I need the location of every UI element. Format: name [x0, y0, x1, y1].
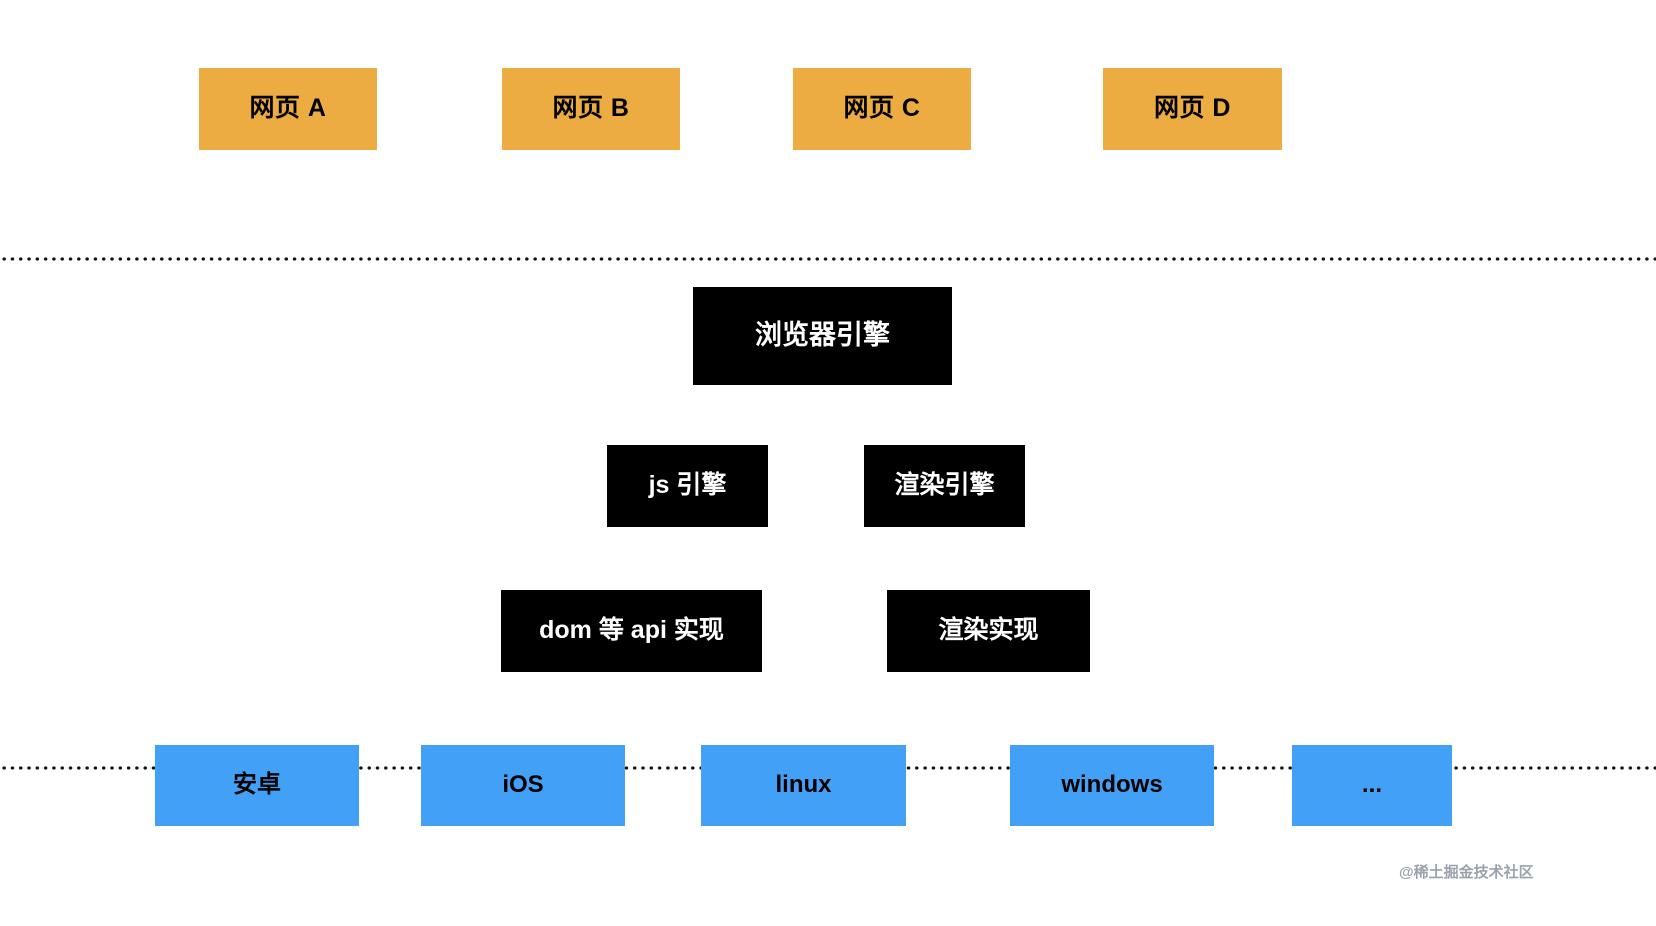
- os-box-more-label: ...: [1361, 771, 1382, 799]
- browser-engine-label: 浏览器引擎: [755, 320, 890, 351]
- browser-engine-box: 浏览器引擎: [693, 287, 952, 385]
- webpage-box-c-label: 网页 C: [843, 94, 921, 123]
- webpage-box-b-label: 网页 B: [552, 94, 630, 123]
- js-engine-label: js 引擎: [648, 471, 727, 500]
- dom-api-impl-box: dom 等 api 实现: [501, 590, 762, 672]
- webpage-box-d: 网页 D: [1103, 68, 1282, 150]
- os-box-android: 安卓: [155, 745, 359, 826]
- os-box-windows-label: windows: [1061, 771, 1163, 799]
- webpage-box-a-label: 网页 A: [249, 94, 327, 123]
- os-box-more: ...: [1292, 745, 1452, 826]
- render-impl-label: 渲染实现: [938, 616, 1039, 645]
- webpage-box-d-label: 网页 D: [1153, 94, 1231, 123]
- render-engine-label: 渲染引擎: [894, 471, 995, 500]
- webpage-box-b: 网页 B: [502, 68, 680, 150]
- watermark: @稀土掘金技术社区: [1399, 864, 1534, 881]
- webpage-box-c: 网页 C: [793, 68, 971, 150]
- layer-divider-top: [0, 257, 1656, 261]
- os-box-ios: iOS: [421, 745, 625, 826]
- os-box-linux-label: linux: [775, 771, 832, 799]
- os-box-windows: windows: [1010, 745, 1214, 826]
- js-engine-box: js 引擎: [607, 445, 768, 527]
- webpage-box-a: 网页 A: [199, 68, 377, 150]
- os-box-android-label: 安卓: [233, 771, 281, 799]
- render-impl-box: 渲染实现: [887, 590, 1090, 672]
- dom-api-impl-label: dom 等 api 实现: [539, 616, 724, 645]
- render-engine-box: 渲染引擎: [864, 445, 1025, 527]
- os-box-ios-label: iOS: [502, 771, 544, 799]
- os-box-linux: linux: [701, 745, 906, 826]
